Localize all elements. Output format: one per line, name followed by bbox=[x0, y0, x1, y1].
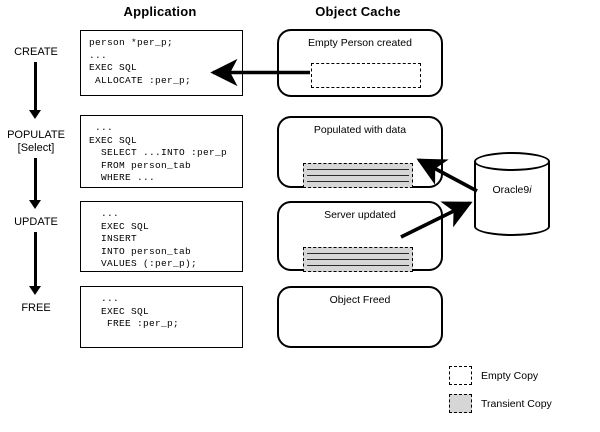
column-header-application: Application bbox=[123, 4, 197, 19]
copy-swatch-transient-updated bbox=[303, 247, 413, 272]
database-label-main: Oracle9 bbox=[492, 184, 530, 196]
flow-arrow-populate-to-update-head bbox=[29, 200, 41, 209]
code-box-free: ... EXEC SQL FREE :per_p; bbox=[80, 286, 243, 348]
legend-label-empty-copy: Empty Copy bbox=[481, 369, 539, 382]
phase-label-free: FREE bbox=[21, 302, 51, 314]
copy-swatch-transient-populated bbox=[303, 163, 413, 188]
cylinder-body bbox=[474, 161, 550, 227]
cylinder-top-ellipse bbox=[474, 152, 550, 171]
database-cylinder: Oracle9i bbox=[474, 152, 550, 236]
flow-arrow-create-to-populate-head bbox=[29, 110, 41, 119]
column-header-object-cache: Object Cache bbox=[315, 4, 401, 19]
copy-swatch-empty bbox=[311, 63, 421, 88]
legend-item-empty-copy: Empty Copy bbox=[449, 366, 538, 385]
cache-box-empty-person-created: Empty Person created bbox=[277, 29, 443, 97]
code-text-populate: ... EXEC SQL SELECT ...INTO :per_p FROM … bbox=[89, 122, 228, 184]
phase-label-populate-sub: [Select] bbox=[17, 142, 55, 154]
legend-label-transient-copy: Transient Copy bbox=[481, 397, 552, 410]
phase-label-update: UPDATE bbox=[14, 216, 58, 228]
flow-arrow-populate-to-update-shaft bbox=[34, 158, 37, 202]
cache-label-object-freed: Object Freed bbox=[329, 294, 391, 306]
flow-arrow-create-to-populate-shaft bbox=[34, 62, 37, 112]
phase-label-create: CREATE bbox=[14, 46, 58, 58]
legend-swatch-empty-copy bbox=[449, 366, 472, 385]
legend-swatch-transient-copy bbox=[449, 394, 472, 413]
database-label-italic: i bbox=[529, 184, 532, 196]
code-box-update: ... EXEC SQL INSERT INTO person_tab VALU… bbox=[80, 201, 243, 272]
legend-item-transient-copy: Transient Copy bbox=[449, 394, 552, 413]
cache-label-empty-person-created: Empty Person created bbox=[308, 37, 412, 49]
flow-arrow-update-to-free-head bbox=[29, 286, 41, 295]
code-box-populate: ... EXEC SQL SELECT ...INTO :per_p FROM … bbox=[80, 115, 243, 188]
code-text-update: ... EXEC SQL INSERT INTO person_tab VALU… bbox=[101, 208, 198, 270]
cache-box-populated-with-data: Populated with data bbox=[277, 116, 443, 188]
cache-label-server-updated: Server updated bbox=[324, 209, 396, 221]
code-box-create: person *per_p; ... EXEC SQL ALLOCATE :pe… bbox=[80, 30, 243, 96]
phase-label-populate: POPULATE bbox=[7, 129, 65, 141]
code-text-create: person *per_p; ... EXEC SQL ALLOCATE :pe… bbox=[89, 37, 192, 86]
cache-label-populated-with-data: Populated with data bbox=[313, 124, 407, 136]
flow-arrow-update-to-free-shaft bbox=[34, 232, 37, 288]
cache-box-object-freed: Object Freed bbox=[277, 286, 443, 348]
cache-box-server-updated: Server updated bbox=[277, 201, 443, 272]
code-text-free: ... EXEC SQL FREE :per_p; bbox=[101, 293, 180, 330]
database-label: Oracle9i bbox=[474, 184, 550, 196]
